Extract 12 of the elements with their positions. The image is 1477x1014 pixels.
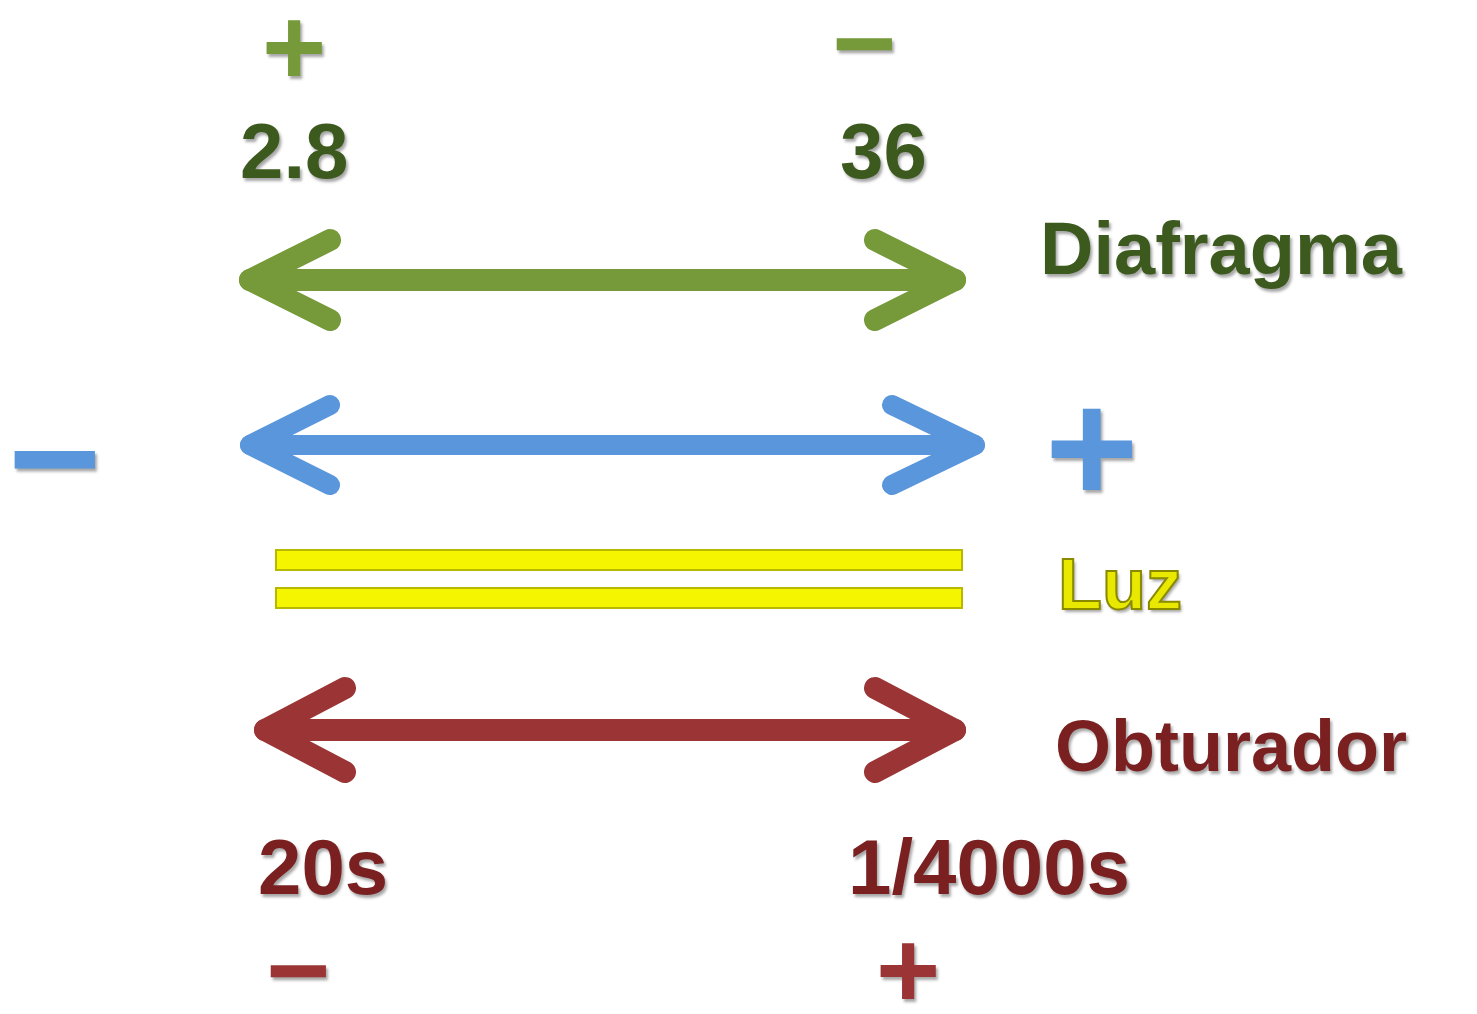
plus-sign: + xyxy=(1045,368,1139,528)
plus-sign: + xyxy=(262,0,327,102)
plus-sign: + xyxy=(876,915,941,1014)
minus-sign: − xyxy=(8,378,102,538)
scale-title: Luz xyxy=(1058,548,1182,620)
minus-sign: − xyxy=(266,915,331,1014)
shutter-value: 1/4000s xyxy=(848,828,1130,906)
aperture-value: 36 xyxy=(840,112,927,190)
minus-sign: − xyxy=(832,0,897,98)
aperture-value: 2.8 xyxy=(240,112,349,190)
shutter-value: 20s xyxy=(258,828,389,906)
scale-title: Obturador xyxy=(1055,710,1407,782)
